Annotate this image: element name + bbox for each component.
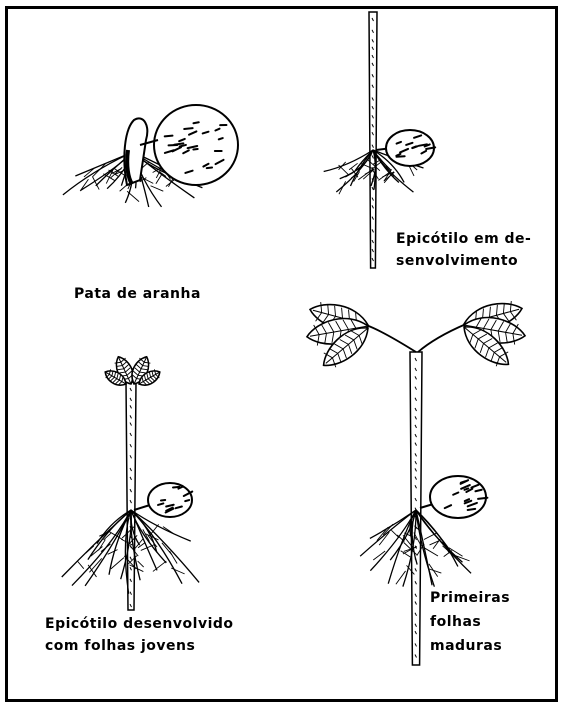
label-primeiras-folhas-maduras: Primeiras folhas maduras	[430, 586, 510, 658]
label-line: senvolvimento	[396, 250, 531, 272]
seed-cotyledon	[430, 476, 487, 518]
label-epicotilo-desenvolvido: Epicótilo desenvolvido com folhas jovens	[45, 613, 234, 657]
stem	[369, 12, 377, 268]
label-line: folhas	[430, 610, 510, 634]
stage-pata-de-aranha-drawing	[63, 105, 238, 207]
stage-epicotilo-desenvolvido-drawing	[62, 354, 199, 610]
label-line: Primeiras	[430, 586, 510, 610]
label-line: Pata de aranha	[74, 286, 201, 302]
seed-cotyledon	[148, 483, 192, 517]
label-epicotilo-em-desenvolvimento: Epicótilo em de- senvolvimento	[396, 228, 531, 272]
label-line: com folhas jovens	[45, 635, 234, 657]
label-line: Epicótilo desenvolvido	[45, 613, 234, 635]
seed-cotyledon	[154, 105, 238, 185]
label-pata-de-aranha: Pata de aranha	[74, 287, 201, 301]
seed-attachment	[134, 505, 150, 510]
label-line: maduras	[430, 634, 510, 658]
petiole	[366, 325, 416, 352]
stem	[126, 382, 136, 610]
label-line: Epicótilo em de-	[396, 228, 531, 250]
seed-cotyledon	[386, 130, 435, 166]
petiole	[418, 324, 466, 352]
